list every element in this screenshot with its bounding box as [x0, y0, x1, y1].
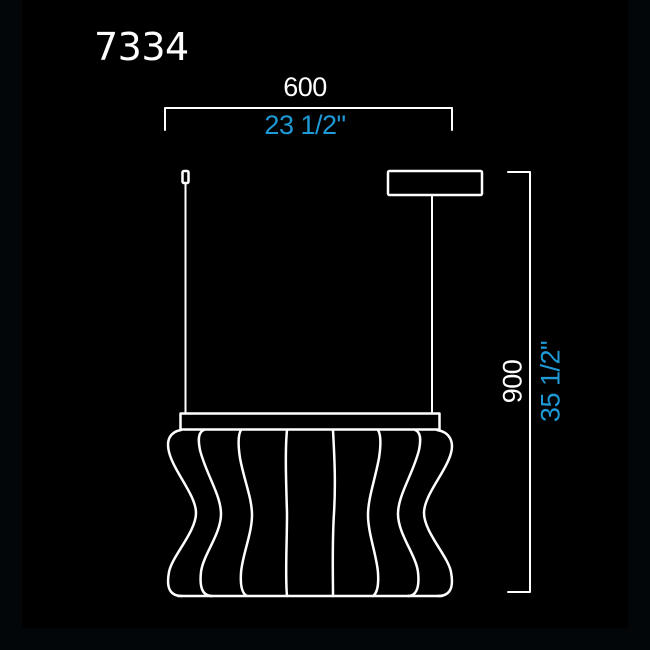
suspension-hook-icon — [181, 169, 190, 185]
width-dimension-bracket — [164, 107, 453, 131]
width-imperial-label: 23 1/2" — [264, 110, 346, 140]
lamp-shade — [166, 428, 454, 598]
height-dimension-bracket — [507, 171, 531, 593]
drawing-canvas — [22, 0, 628, 628]
mounting-plate — [179, 412, 441, 431]
width-metric-label: 600 — [283, 72, 327, 102]
suspension-wires — [184, 182, 433, 414]
model-number: 7334 — [94, 25, 189, 69]
ceiling-canopy — [386, 169, 484, 197]
